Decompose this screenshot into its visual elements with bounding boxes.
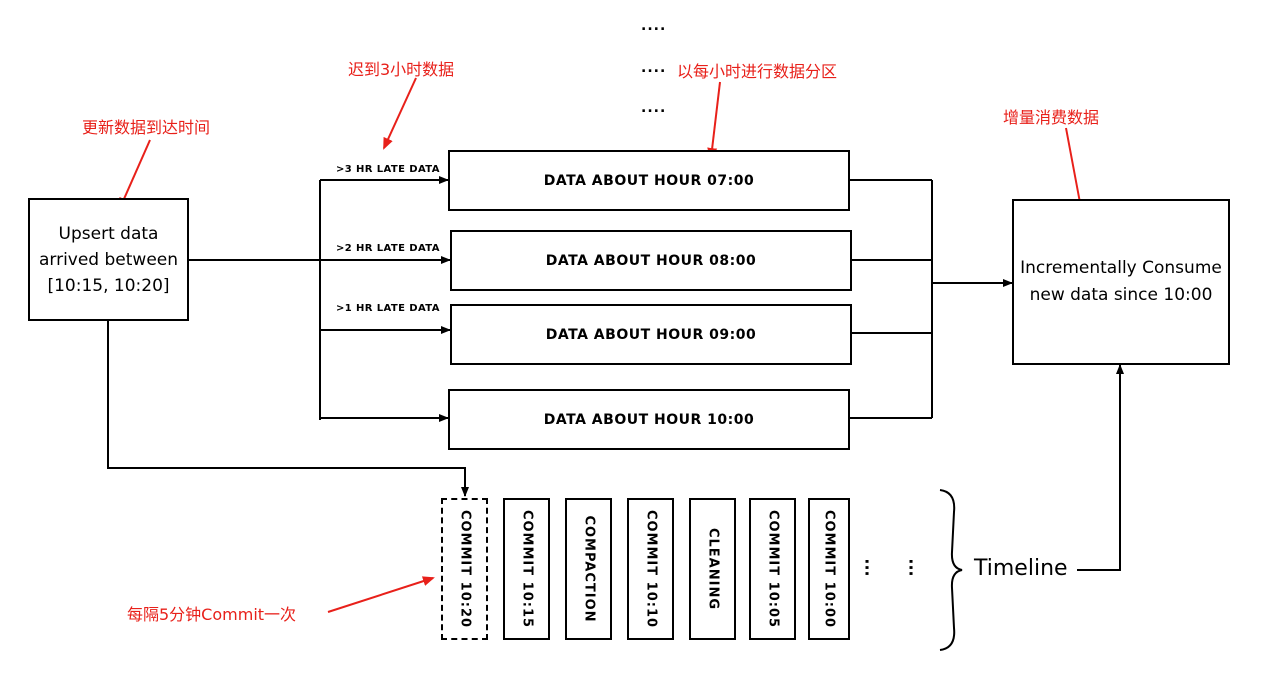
upsert-line-2: arrived between (38, 249, 179, 270)
partition-dots-top: .... (641, 18, 667, 34)
partition-hour-07-label: DATA ABOUT HOUR 07:00 (543, 172, 755, 189)
red-arrow-commit-interval (327, 576, 435, 613)
compaction-label: COMPACTION (581, 515, 596, 623)
red-arrow-late-3h (383, 77, 417, 150)
consumer-line-2: new data since 10:00 (1029, 285, 1213, 305)
annotation-incremental: 增量消费数据 (1003, 108, 1100, 127)
upsert-line-1: Upsert data (58, 223, 159, 244)
upsert-source-box: Upsert data arrived between [10:15, 10:2… (28, 198, 189, 321)
compaction-action: COMPACTION (565, 498, 612, 640)
partition-hour-08: DATA ABOUT HOUR 08:00 (450, 230, 852, 291)
commit-10-15-label: COMMIT 10:15 (519, 509, 534, 629)
partition-hour-08-label: DATA ABOUT HOUR 08:00 (545, 252, 757, 269)
commit-10-10-label: COMMIT 10:10 (643, 509, 658, 629)
annotation-hourly-partition: 以每小时进行数据分区 (677, 62, 838, 81)
commit-10-20: COMMIT 10:20 (441, 498, 488, 640)
partition-dots-bottom: .... (641, 100, 667, 116)
annotation-upsert-time: 更新数据到达时间 (82, 118, 211, 137)
commit-10-00: COMMIT 10:00 (808, 498, 850, 640)
annotation-late-3h: 迟到3小时数据 (348, 60, 455, 79)
timeline-dots-1: ... (861, 558, 881, 577)
partition-hour-09-label: DATA ABOUT HOUR 09:00 (545, 326, 757, 343)
red-arrow-upsert-time (119, 139, 151, 210)
commit-10-10: COMMIT 10:10 (627, 498, 674, 640)
partition-hour-09: DATA ABOUT HOUR 09:00 (450, 304, 852, 365)
timeline-brace (939, 489, 963, 651)
consumer-line-1: Incrementally Consume (1020, 258, 1222, 278)
commit-10-05-label: COMMIT 10:05 (765, 509, 780, 629)
late-label-2h: >2 HR LATE DATA (336, 243, 440, 254)
commit-10-00-label: COMMIT 10:00 (821, 509, 837, 629)
commit-10-20-label: COMMIT 10:20 (457, 509, 472, 629)
commit-10-05: COMMIT 10:05 (749, 498, 796, 640)
partition-dots-middle: .... (641, 60, 667, 76)
late-label-3h: >3 HR LATE DATA (336, 164, 440, 175)
upsert-line-3: [10:15, 10:20] (47, 275, 170, 296)
red-arrow-hourly-partition (707, 81, 721, 160)
timeline-label: Timeline (974, 556, 1068, 581)
arrow-timeline-to-consumer (1077, 364, 1124, 571)
cleaning-action: CLEANING (689, 498, 736, 640)
partition-hour-10-label: DATA ABOUT HOUR 10:00 (543, 411, 755, 428)
late-label-1h: >1 HR LATE DATA (336, 303, 440, 314)
arrow-source-to-commit (107, 320, 469, 497)
partition-hour-07: DATA ABOUT HOUR 07:00 (448, 150, 850, 211)
partition-hour-10: DATA ABOUT HOUR 10:00 (448, 389, 850, 450)
timeline-dots-2: ... (905, 558, 925, 577)
cleaning-label: CLEANING (705, 527, 720, 611)
commit-10-15: COMMIT 10:15 (503, 498, 550, 640)
annotation-commit-interval: 每隔5分钟Commit一次 (127, 605, 297, 624)
incremental-consumer-box: Incrementally Consume new data since 10:… (1012, 199, 1230, 365)
